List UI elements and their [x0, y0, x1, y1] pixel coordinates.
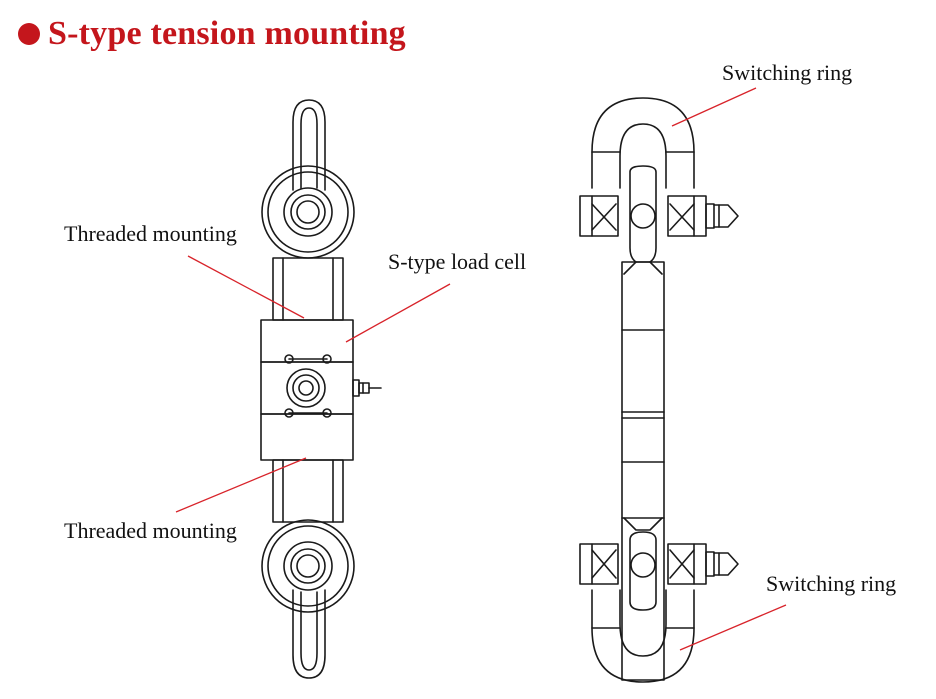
top-switching-ring — [579, 97, 739, 237]
leader-threaded-top — [187, 255, 305, 319]
leader-ring-bottom — [679, 604, 787, 651]
leader-ring-top — [671, 87, 757, 127]
bottom-shackle — [292, 589, 326, 679]
page-title: S-type tension mounting — [48, 15, 406, 52]
label-switching-ring-top: Switching ring — [722, 60, 853, 85]
left-assembly — [260, 99, 382, 679]
bottom-rod-end — [261, 519, 355, 613]
label-s-type-load-cell: S-type load cell — [388, 249, 527, 274]
central-link — [621, 261, 665, 681]
label-threaded-mounting-bottom: Threaded mounting — [64, 518, 237, 543]
bottom-switching-ring — [579, 543, 739, 683]
lower-tongue — [623, 517, 663, 611]
top-threaded-rod — [272, 257, 344, 321]
bottom-threaded-rod — [272, 459, 344, 523]
title-row: S-type tension mounting — [18, 10, 406, 58]
label-threaded-mounting-top: Threaded mounting — [64, 221, 237, 246]
upper-tongue — [623, 165, 663, 275]
right-assembly — [579, 97, 739, 683]
leader-threaded-bottom — [175, 457, 307, 513]
label-switching-ring-bottom: Switching ring — [766, 571, 897, 596]
top-shackle — [292, 99, 326, 191]
leader-load-cell — [345, 283, 451, 343]
title-bullet-icon — [18, 23, 40, 45]
leader-lines — [175, 87, 787, 651]
s-type-load-cell — [260, 319, 382, 461]
top-rod-end — [261, 165, 355, 259]
